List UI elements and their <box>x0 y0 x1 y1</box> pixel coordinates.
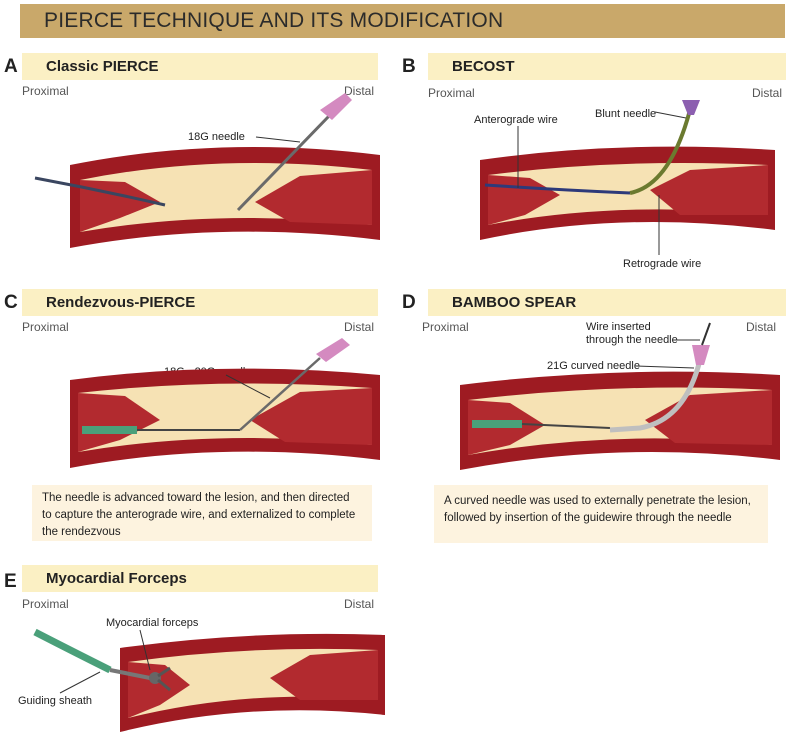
panel-c-distal: Distal <box>344 320 375 334</box>
panel-b-blunt-needle-label: Blunt needle <box>595 108 657 120</box>
panel-b-title: BECOST <box>452 58 515 75</box>
panel-c-proximal: Proximal <box>22 320 69 334</box>
panel-c-header: Rendezvous-PIERCE <box>22 289 378 316</box>
panel-e-proximal: Proximal <box>22 597 69 611</box>
panel-d-title: BAMBOO SPEAR <box>452 294 577 311</box>
panel-d-header: BAMBOO SPEAR <box>428 289 786 316</box>
panel-d-vessel-illustration <box>460 322 780 470</box>
panel-e-title: Myocardial Forceps <box>46 570 187 587</box>
panel-e-forceps-label: Myocardial forceps <box>106 617 199 629</box>
figure-title-bar: PIERCE TECHNIQUE AND ITS MODIFICATION <box>20 4 785 38</box>
panel-a-distal: Distal <box>344 84 375 98</box>
panel-c-letter: C <box>4 292 18 313</box>
panel-a-proximal: Proximal <box>22 84 69 98</box>
panel-b-anterograde-label: Anterograde wire <box>474 114 558 126</box>
panel-e-vessel-illustration <box>33 628 385 732</box>
panel-a-needle-label: 18G needle <box>188 131 245 143</box>
panel-c-description: The needle is advanced toward the lesion… <box>32 485 372 541</box>
panel-d-description: A curved needle was used to externally p… <box>434 485 768 543</box>
panel-e-header: Myocardial Forceps <box>22 565 378 592</box>
panel-d-wire-label-2: through the needle <box>586 334 678 346</box>
figure-title: PIERCE TECHNIQUE AND ITS MODIFICATION <box>44 9 504 32</box>
panel-e-distal: Distal <box>344 597 375 611</box>
panel-a-title: Classic PIERCE <box>46 58 159 75</box>
panel-b-distal: Distal <box>752 86 783 100</box>
panel-d-proximal: Proximal <box>422 320 469 334</box>
panel-d-letter: D <box>402 292 416 313</box>
panel-b-retrograde-label: Retrograde wire <box>623 258 702 270</box>
panel-d-needle-label: 21G curved needle <box>547 360 640 372</box>
panel-b-proximal: Proximal <box>428 86 475 100</box>
panel-b-vessel-illustration <box>480 100 775 255</box>
panel-d-distal: Distal <box>746 320 777 334</box>
panel-a-letter: A <box>4 56 18 77</box>
panel-e-letter: E <box>4 571 17 592</box>
panel-b-letter: B <box>402 56 416 77</box>
panel-d-wire-label-1: Wire inserted <box>586 321 651 333</box>
panel-a-header: Classic PIERCE <box>22 53 378 80</box>
panel-c-title: Rendezvous-PIERCE <box>46 294 196 311</box>
panel-b-header: BECOST <box>428 53 786 80</box>
panel-e-sheath-label: Guiding sheath <box>18 695 92 707</box>
panel-c-vessel-illustration <box>70 338 380 468</box>
panel-a-vessel-illustration <box>34 93 380 248</box>
